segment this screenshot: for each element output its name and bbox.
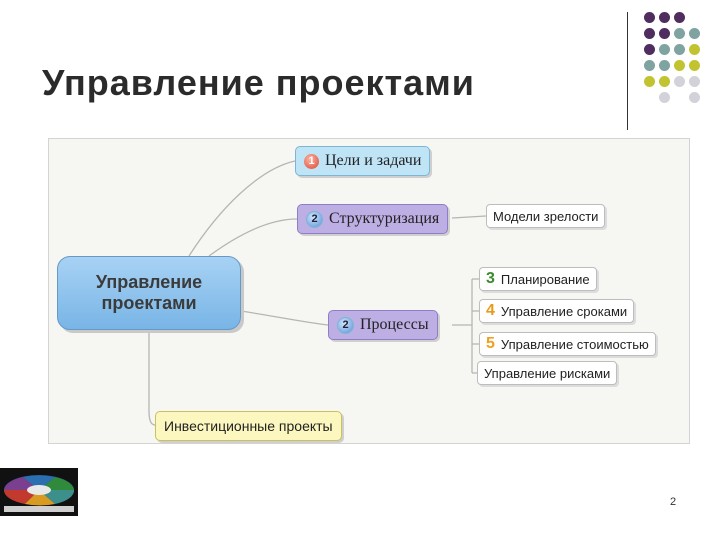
decorative-dot [689,92,700,103]
central-node: Управление проектами [57,256,241,330]
link-proc-ticks [472,279,479,373]
central-node-label: Управление проектами [58,272,240,314]
node-goals-label: Цели и задачи [325,152,421,170]
node-time-management-label: Управление сроками [501,304,627,319]
node-structuring-label: Структуризация [329,210,439,228]
node-maturity-models-label: Модели зрелости [493,209,598,224]
node-planning: 3 Планирование [479,267,597,291]
number-1-icon: 1 [304,154,319,169]
link-goals [189,161,295,256]
mind-map-diagram: Управление проектами 1 Цели и задачи 2 С… [48,138,690,444]
decorative-dot [659,76,670,87]
number-5-icon: 5 [486,335,495,353]
node-processes: 2 Процессы [328,310,438,340]
decorative-dot-grid [640,10,712,120]
decorative-dot [644,76,655,87]
decorative-dot [674,28,685,39]
title-divider [627,12,628,130]
decorative-dot [659,44,670,55]
decorative-dot [689,44,700,55]
decorative-dot [644,28,655,39]
node-investment-projects: Инвестиционные проекты [155,411,342,441]
node-cost-management-label: Управление стоимостью [501,337,649,352]
node-processes-label: Процессы [360,316,429,334]
decorative-dot [674,76,685,87]
node-investment-projects-label: Инвестиционные проекты [164,418,333,434]
decorative-dot [674,60,685,71]
link-processes [241,311,328,325]
slide-title: Управление проектами [42,62,475,104]
decorative-dot [689,28,700,39]
node-planning-label: Планирование [501,272,590,287]
decorative-dot [644,44,655,55]
decorative-dot [659,28,670,39]
logo-emblem [0,468,78,516]
number-2-icon: 2 [337,317,354,334]
node-risk-management-label: Управление рисками [484,366,610,381]
decorative-dot [659,60,670,71]
number-4-icon: 4 [486,302,495,320]
link-investment [149,330,155,425]
node-maturity-models: Модели зрелости [486,204,605,228]
link-maturity [452,216,486,218]
decorative-dot [644,12,655,23]
number-2-icon: 2 [306,211,323,228]
page-number: 2 [670,496,676,508]
decorative-dot [689,60,700,71]
node-cost-management: 5 Управление стоимостью [479,332,656,356]
node-structuring: 2 Структуризация [297,204,448,234]
number-3-icon: 3 [486,270,495,288]
decorative-dot [644,60,655,71]
decorative-dot [659,12,670,23]
decorative-dot [674,44,685,55]
decorative-dot [689,76,700,87]
decorative-dot [659,92,670,103]
node-risk-management: Управление рисками [477,361,617,385]
node-goals: 1 Цели и задачи [295,146,430,176]
link-structuring [209,219,297,256]
node-time-management: 4 Управление сроками [479,299,634,323]
decorative-dot [674,12,685,23]
